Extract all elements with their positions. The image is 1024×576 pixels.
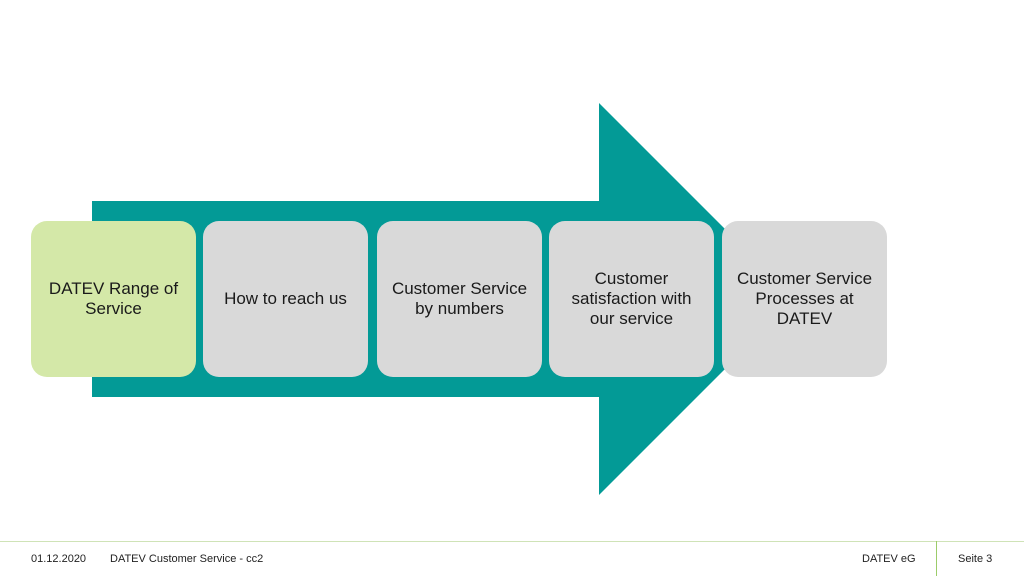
step-customer-service-by-numbers[interactable]: Customer Service by numbers [377,221,542,377]
footer-company: DATEV eG [862,553,916,565]
step-customer-satisfaction[interactable]: Customer satisfaction with our service [549,221,714,377]
step-label: DATEV Range of Service [48,279,179,318]
step-label: How to reach us [224,289,347,308]
footer-date: 01.12.2020 [31,553,87,565]
step-how-to-reach-us[interactable]: How to reach us [203,221,368,377]
footer-separator [936,541,937,576]
footer-divider [0,541,1024,542]
step-label: Customer Service Processes at DATEV [736,269,873,328]
step-customer-service-processes[interactable]: Customer Service Processes at DATEV [722,221,887,377]
step-datev-range-of-service[interactable]: DATEV Range of Service [31,221,196,377]
step-label: Customer Service by numbers [391,279,528,318]
footer-page-number: Seite 3 [958,553,993,565]
footer-title: DATEV Customer Service - cc2 [110,553,264,565]
step-label: Customer satisfaction with our service [571,269,692,328]
